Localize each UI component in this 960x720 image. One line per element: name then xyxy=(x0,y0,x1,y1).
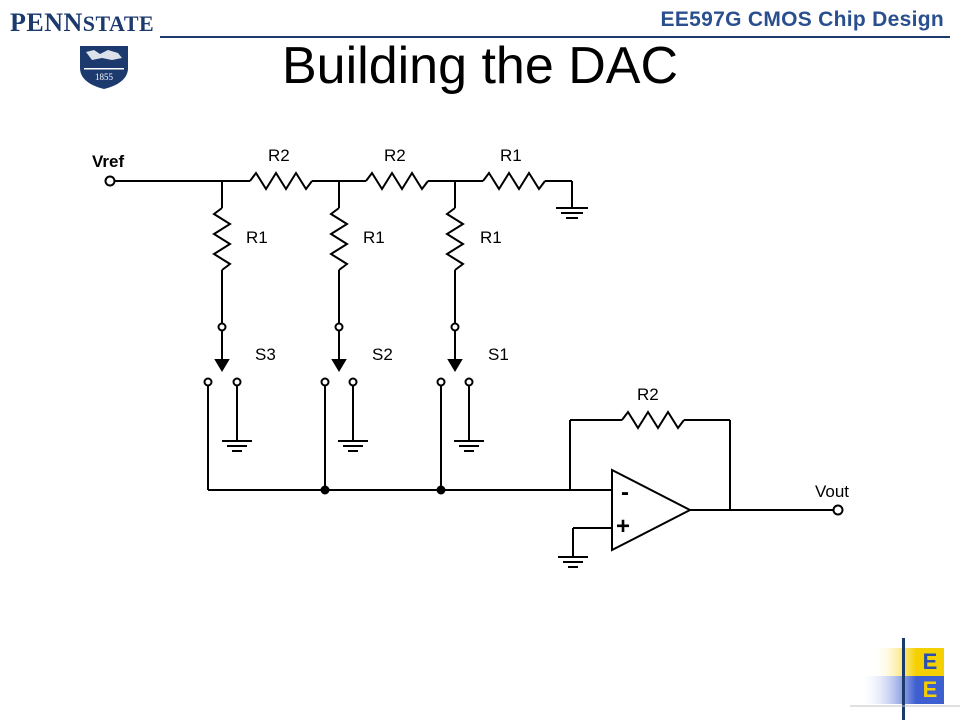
corner-ee-logo: E E xyxy=(850,636,960,720)
slide-header: PENNSTATE EE597G CMOS Chip Design xyxy=(0,0,960,110)
corner-letter-bottom: E xyxy=(922,677,938,702)
ground-icon xyxy=(454,440,484,452)
switch-s1-label: S1 xyxy=(488,345,509,364)
switch-s2-pivot xyxy=(334,322,344,332)
switch-s3-pivot xyxy=(217,322,227,332)
pennstate-shield-icon: 1855 xyxy=(80,46,128,89)
pennstate-logo-text: PENNSTATE xyxy=(10,8,154,38)
opamp-triangle xyxy=(611,468,693,552)
shunt-resistor-1-label: R1 xyxy=(246,228,268,247)
series-resistor-2 xyxy=(365,171,429,191)
opamp-plus-label: + xyxy=(616,513,630,540)
shunt-resistor-3 xyxy=(445,207,465,271)
slide-title: Building the DAC xyxy=(282,37,678,95)
logo-penn: PENN xyxy=(10,8,83,37)
vref-label: Vref xyxy=(92,152,124,171)
series-resistor-1 xyxy=(249,171,313,191)
logo-state: STATE xyxy=(82,11,155,36)
opamp-minus-label: - xyxy=(621,479,629,506)
corner-letter-top: E xyxy=(922,649,938,674)
feedback-resistor-label: R2 xyxy=(637,385,659,404)
ground-icon xyxy=(556,207,588,219)
shunt-resistor-2 xyxy=(329,207,349,271)
switch-s2-label: S2 xyxy=(372,345,393,364)
ground-icon xyxy=(558,556,588,568)
vout-label: Vout xyxy=(815,482,849,501)
series-resistor-1-label: R2 xyxy=(268,146,290,165)
header-rule xyxy=(160,36,950,38)
series-resistor-3-label: R1 xyxy=(500,146,522,165)
vout-terminal xyxy=(832,504,844,516)
shunt-resistor-2-label: R1 xyxy=(363,228,385,247)
feedback-resistor xyxy=(621,410,685,430)
switch-s3-label: S3 xyxy=(255,345,276,364)
ground-icon xyxy=(222,440,252,452)
shunt-resistor-1 xyxy=(212,207,232,271)
course-title: EE597G CMOS Chip Design xyxy=(660,8,944,31)
shunt-resistor-3-label: R1 xyxy=(480,228,502,247)
vref-terminal xyxy=(104,175,116,187)
shield-year: 1855 xyxy=(95,72,114,82)
series-resistor-3 xyxy=(482,171,546,191)
switch-s1-pivot xyxy=(450,322,460,332)
corner-logo-graphic xyxy=(850,638,960,720)
series-resistor-2-label: R2 xyxy=(384,146,406,165)
ground-icon xyxy=(338,440,368,452)
